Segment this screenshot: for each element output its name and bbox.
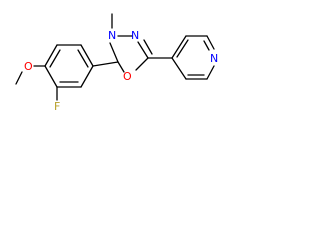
bond-c5-o1 bbox=[135, 57, 149, 71]
atom-n4-label: N bbox=[131, 29, 139, 42]
bond-py-3-double bbox=[203, 40, 210, 51]
bond-n4-c5-double bbox=[143, 39, 153, 55]
atom-n3-label: N bbox=[108, 29, 116, 42]
bond-ph-4 bbox=[44, 65, 58, 88]
bond-o1-c2 bbox=[117, 61, 125, 73]
bond-py-1-double bbox=[176, 39, 189, 58]
bond-ph-3 bbox=[44, 44, 58, 67]
bond-py-6 bbox=[171, 57, 187, 80]
atom-methoxy-o-label: O bbox=[24, 60, 33, 73]
bond-py-4 bbox=[206, 65, 215, 80]
bond-py-1 bbox=[171, 35, 187, 59]
atom-pyridine-n-label: N bbox=[210, 52, 218, 65]
bond-n4-c5 bbox=[137, 41, 149, 59]
atom-f-label: F bbox=[54, 100, 60, 113]
bond-py-3 bbox=[206, 35, 215, 50]
bond-o-methyl bbox=[15, 71, 23, 85]
atom-o1-label: O bbox=[123, 70, 132, 83]
bond-c2-phenyl bbox=[92, 61, 119, 67]
bond-ph-1-double bbox=[77, 49, 89, 68]
bond-c2-n3 bbox=[109, 42, 119, 63]
bond-ph-6 bbox=[80, 65, 94, 88]
bond-ph-3-double bbox=[49, 49, 61, 68]
molecule-structure: N N O N F O bbox=[15, 13, 218, 113]
bond-ph-1 bbox=[80, 44, 94, 67]
